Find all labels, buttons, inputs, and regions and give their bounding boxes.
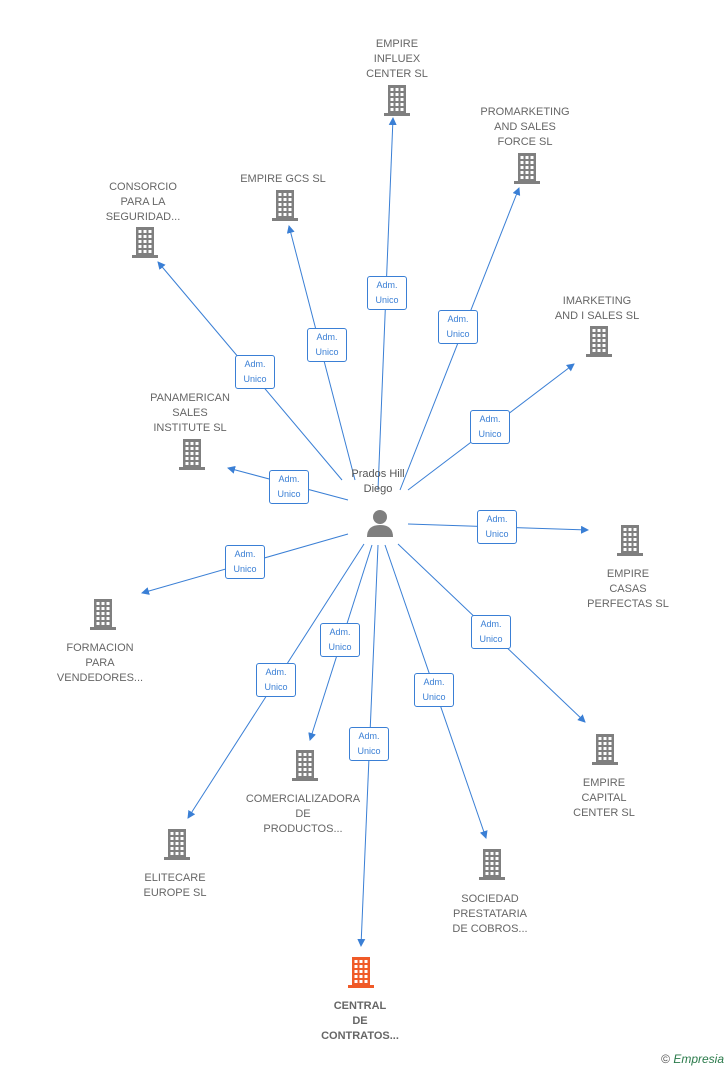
building-icon-empire-influex[interactable] <box>382 83 412 117</box>
building-icon-sociedad[interactable] <box>477 847 507 881</box>
building-icon-panamerican[interactable] <box>177 437 207 471</box>
relation-badge-sociedad[interactable]: Adm. Unico <box>414 673 454 707</box>
relation-badge-promarketing[interactable]: Adm. Unico <box>438 310 478 344</box>
relation-badge-formacion[interactable]: Adm. Unico <box>225 545 265 579</box>
relation-badge-imarketing[interactable]: Adm. Unico <box>470 410 510 444</box>
copyright-symbol: © <box>661 1052 670 1066</box>
company-label-panamerican[interactable]: PANAMERICAN SALES INSTITUTE SL <box>150 392 230 434</box>
relation-badge-empire-gcs[interactable]: Adm. Unico <box>307 328 347 362</box>
company-label-sociedad[interactable]: SOCIEDAD PRESTATARIA DE COBROS... <box>452 893 528 935</box>
building-icon-empire-capital[interactable] <box>590 732 620 766</box>
company-label-elitecare[interactable]: ELITECARE EUROPE SL <box>143 872 207 899</box>
building-icon-elitecare[interactable] <box>162 827 192 861</box>
relation-badge-empire-influex[interactable]: Adm. Unico <box>367 276 407 310</box>
company-label-consorcio[interactable]: CONSORCIO PARA LA SEGURIDAD... <box>105 181 181 223</box>
company-label-empire-casas[interactable]: EMPIRE CASAS PERFECTAS SL <box>587 568 669 610</box>
person-icon[interactable] <box>365 507 395 537</box>
company-label-promarketing[interactable]: PROMARKETING AND SALES FORCE SL <box>480 106 570 148</box>
building-icon-consorcio[interactable] <box>130 225 160 259</box>
brand-logo[interactable]: Empresia <box>673 1052 724 1066</box>
footer: © Empresia <box>661 1052 724 1066</box>
company-label-empire-capital[interactable]: EMPIRE CAPITAL CENTER SL <box>573 777 635 819</box>
relation-badge-central[interactable]: Adm. Unico <box>349 727 389 761</box>
relation-badge-comercializadora[interactable]: Adm. Unico <box>320 623 360 657</box>
relation-badge-elitecare[interactable]: Adm. Unico <box>256 663 296 697</box>
company-label-imarketing[interactable]: IMARKETING AND I SALES SL <box>554 295 640 322</box>
building-icon-central[interactable] <box>346 955 376 989</box>
building-icon-formacion[interactable] <box>88 597 118 631</box>
building-icon-comercializadora[interactable] <box>290 748 320 782</box>
company-label-comercializadora[interactable]: COMERCIALIZADORA DE PRODUCTOS... <box>245 793 361 835</box>
building-icon-promarketing[interactable] <box>512 151 542 185</box>
relation-badge-empire-casas[interactable]: Adm. Unico <box>477 510 517 544</box>
center-person-label[interactable]: Prados Hill Diego <box>351 468 405 495</box>
building-icon-imarketing[interactable] <box>584 324 614 358</box>
building-icon-empire-gcs[interactable] <box>270 188 300 222</box>
company-label-empire-influex[interactable]: EMPIRE INFLUEX CENTER SL <box>366 38 428 80</box>
relation-badge-panamerican[interactable]: Adm. Unico <box>269 470 309 504</box>
company-label-formacion[interactable]: FORMACION PARA VENDEDORES... <box>56 642 144 684</box>
building-icon-empire-casas[interactable] <box>615 523 645 557</box>
relation-badge-empire-capital[interactable]: Adm. Unico <box>471 615 511 649</box>
relation-badge-consorcio[interactable]: Adm. Unico <box>235 355 275 389</box>
company-label-central[interactable]: CENTRAL DE CONTRATOS... <box>321 1000 399 1042</box>
company-label-empire-gcs[interactable]: EMPIRE GCS SL <box>240 173 326 185</box>
